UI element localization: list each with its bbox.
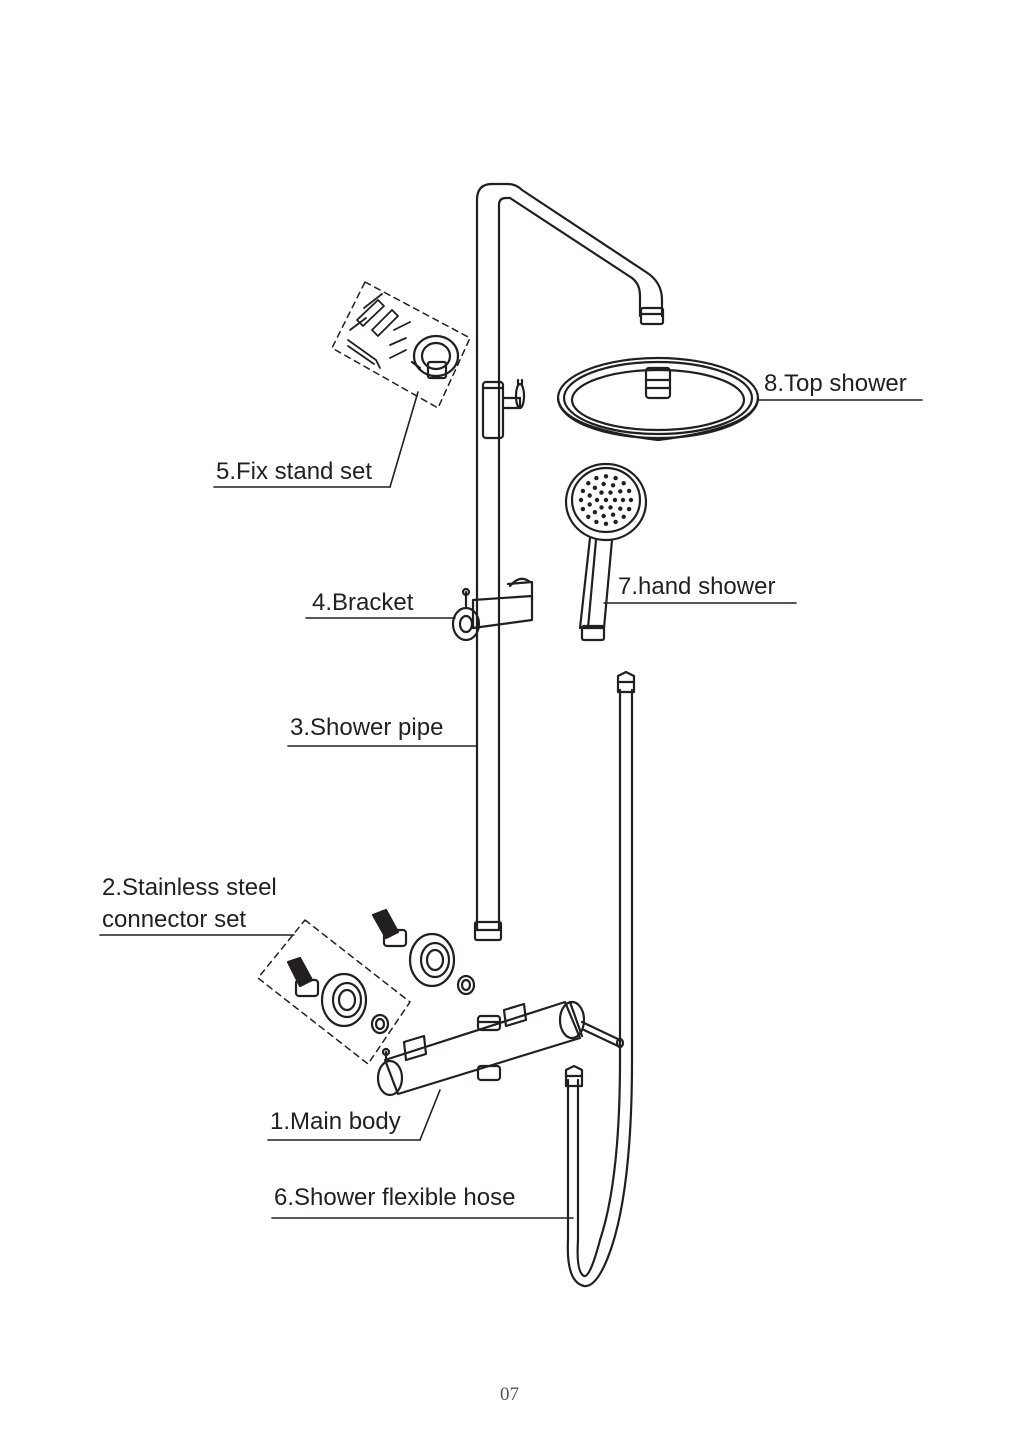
page-number: 07 xyxy=(500,1384,519,1405)
hand-shower-nozzle xyxy=(586,481,591,486)
main-body-drawing xyxy=(376,1000,625,1097)
label-fix-stand-set: 5.Fix stand set xyxy=(216,458,373,485)
hand-shower-nozzle xyxy=(628,497,634,503)
hand-shower-nozzle xyxy=(592,485,598,490)
fix-stand-on-pipe-drawing xyxy=(481,378,526,440)
hand-shower-nozzle xyxy=(603,497,609,503)
hand-shower-nozzle xyxy=(618,489,623,494)
label-top-shower: 8.Top shower xyxy=(764,370,907,397)
label-bracket: 4.Bracket xyxy=(312,589,414,616)
label-main-body: 1.Main body xyxy=(270,1108,401,1135)
hand-shower-nozzle xyxy=(626,506,632,512)
hand-shower-nozzle xyxy=(580,506,586,512)
hand-shower-drawing xyxy=(564,462,648,642)
hand-shower-nozzle xyxy=(608,490,613,495)
bracket-drawing xyxy=(451,577,534,642)
hand-shower-nozzle xyxy=(610,512,616,517)
hand-shower-nozzle xyxy=(603,521,609,526)
hand-shower-nozzle xyxy=(587,502,592,507)
label-shower-pipe: 3.Shower pipe xyxy=(290,714,444,741)
label-connector-set-line2: connector set xyxy=(102,906,247,933)
hand-shower-nozzle xyxy=(613,475,618,481)
leader-lines xyxy=(99,391,923,1219)
fix-stand-set-drawing xyxy=(331,281,471,409)
hand-shower-nozzle xyxy=(612,497,618,503)
hand-shower-nozzle xyxy=(599,505,604,510)
hand-shower-nozzle xyxy=(601,513,606,519)
hand-shower-nozzle xyxy=(594,497,600,503)
hand-shower-nozzle xyxy=(586,514,591,519)
label-connector-set: 2.Stainless steel connector set xyxy=(102,872,277,936)
hand-shower-nozzle xyxy=(580,488,586,494)
label-flexible-hose: 6.Shower flexible hose xyxy=(274,1184,516,1211)
hand-shower-nozzle xyxy=(603,474,609,479)
hand-shower-nozzle xyxy=(626,488,632,494)
hand-shower-nozzle xyxy=(621,481,626,486)
hand-shower-nozzle xyxy=(592,510,598,515)
hand-shower-nozzle xyxy=(608,505,613,510)
label-connector-set-line1: 2.Stainless steel xyxy=(102,874,277,901)
hand-shower-nozzle xyxy=(594,475,599,481)
connector-set-drawing xyxy=(257,908,476,1065)
hand-shower-nozzle xyxy=(601,481,606,487)
hand-shower-nozzle xyxy=(621,514,626,519)
hand-shower-nozzle xyxy=(599,490,604,495)
hand-shower-nozzle xyxy=(618,506,623,511)
hand-shower-nozzle xyxy=(587,493,592,498)
hand-shower-nozzle xyxy=(610,483,616,488)
flexible-hose-drawing xyxy=(564,670,636,1288)
hand-shower-nozzle xyxy=(613,519,618,525)
hand-shower-nozzle xyxy=(594,519,599,525)
label-hand-shower: 7.hand shower xyxy=(618,573,776,600)
shower-pipe-drawing xyxy=(473,182,665,942)
hand-shower-nozzle xyxy=(620,497,626,503)
hand-shower-nozzle xyxy=(578,497,584,503)
top-shower-drawing xyxy=(556,356,760,442)
